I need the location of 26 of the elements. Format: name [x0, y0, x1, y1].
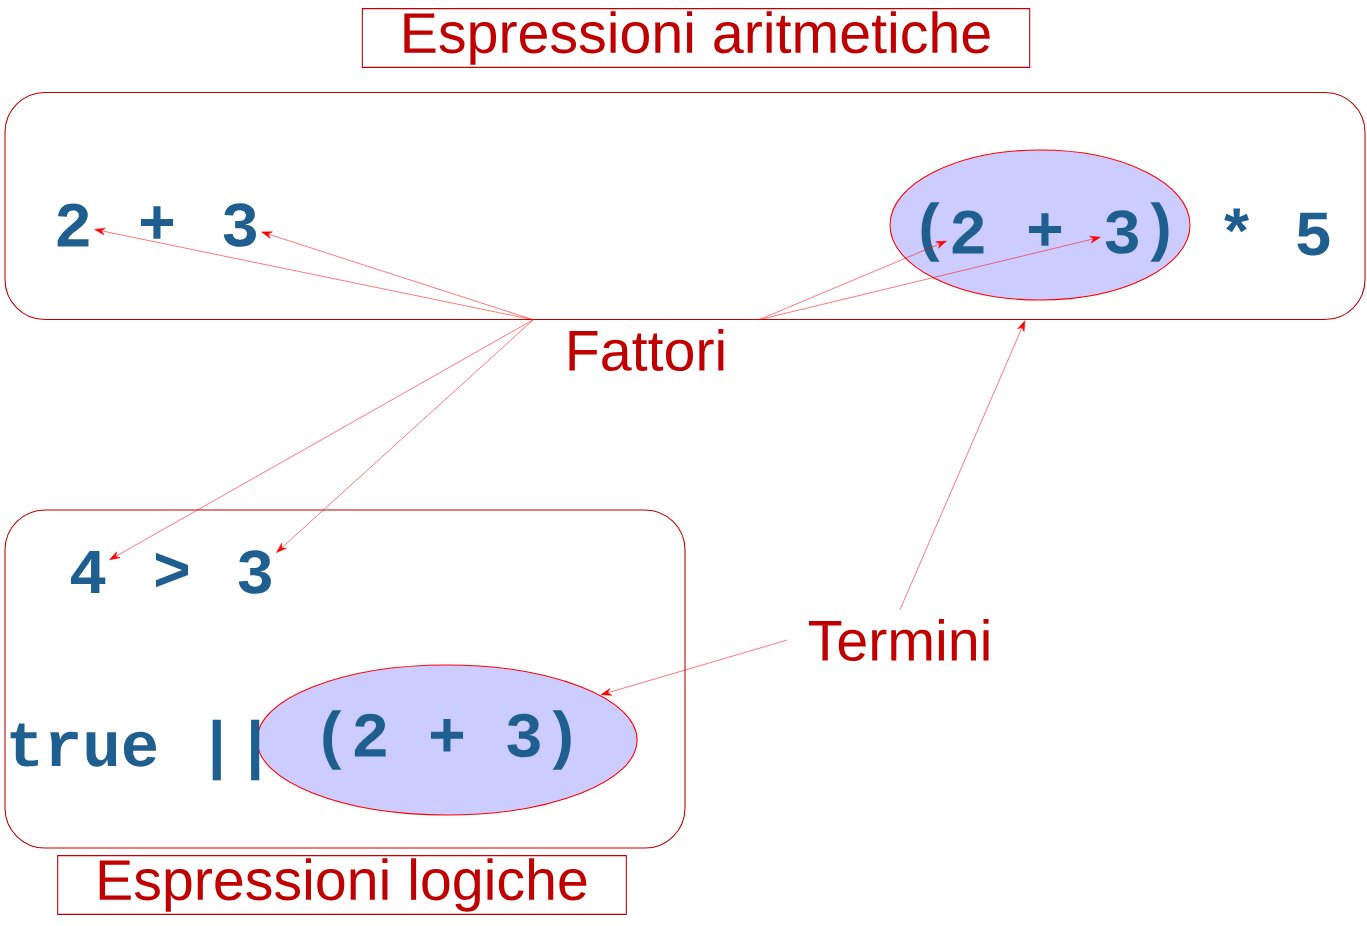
code-token: 3: [223, 203, 256, 247]
term-label: Termini: [808, 618, 989, 662]
code-token: 4: [71, 550, 106, 594]
arrow: [758, 240, 947, 320]
expression-box: [4, 91, 1366, 321]
code-token: 2: [57, 203, 89, 247]
code-token: 3: [238, 550, 271, 594]
code-token: 2: [952, 210, 984, 254]
term-label: Fattori: [569, 328, 724, 372]
arrow: [109, 319, 534, 561]
code-token: +: [1028, 213, 1062, 246]
heading-box: Espressioni aritmetiche: [361, 8, 1031, 68]
code-token: ): [1150, 202, 1169, 262]
heading-box: Espressioni logiche: [57, 855, 627, 915]
code-token: +: [140, 206, 174, 239]
code-token: (: [921, 202, 940, 262]
arrow: [261, 231, 534, 320]
arrow: [899, 320, 1026, 610]
highlight-ellipse: [889, 149, 1191, 301]
arrow: [758, 236, 1101, 320]
arrow: [276, 319, 534, 553]
arrow: [600, 639, 788, 696]
code-token: >: [155, 552, 189, 588]
code-token: * 5: [1224, 208, 1330, 256]
expression-box: [4, 509, 686, 849]
code-token: 3: [1105, 210, 1138, 254]
